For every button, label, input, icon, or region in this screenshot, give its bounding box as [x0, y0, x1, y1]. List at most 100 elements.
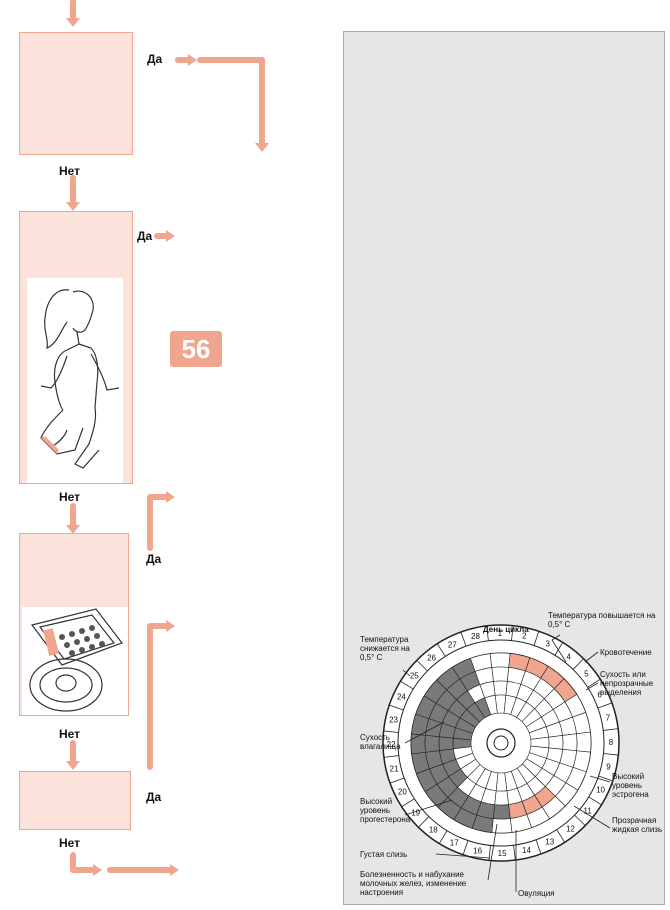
day-label: 15 — [498, 849, 507, 858]
arrow-head — [166, 620, 175, 632]
arrow-head — [93, 864, 102, 876]
day-tick — [401, 798, 415, 808]
day-label: 19 — [411, 808, 420, 817]
annotation-thick-mucus: Густая слизь — [360, 850, 408, 859]
day-label: 1 — [498, 629, 503, 638]
day-label: 24 — [397, 692, 406, 701]
day-tick — [400, 680, 414, 690]
annotation-high-estrogen: Высокий уровень эстрогена — [612, 772, 649, 799]
day-tick — [574, 814, 586, 826]
day-label: 10 — [596, 786, 605, 795]
day-label: 14 — [522, 846, 531, 855]
arrow-box3-yes-down — [147, 623, 171, 770]
no-label-4: Нет — [59, 836, 81, 850]
day-tick — [603, 753, 619, 756]
day-tick — [603, 728, 619, 731]
ring-segment — [493, 680, 508, 696]
day-tick — [460, 631, 467, 647]
ring-segment — [491, 818, 513, 834]
no-label-1: Нет — [59, 164, 81, 178]
arrow-box4-no — [70, 852, 98, 873]
yes-label-3: Да — [146, 552, 162, 566]
day-label: 21 — [390, 765, 399, 774]
day-tick — [535, 839, 542, 855]
annotation-temp-down: Температура снижается на 0,5° С — [360, 635, 410, 662]
arrow-head — [170, 864, 179, 876]
day-label: 27 — [448, 640, 457, 649]
ring-segment — [491, 666, 510, 682]
day-label: 23 — [389, 716, 398, 725]
ring-segment — [484, 695, 498, 716]
no-label-3: Нет — [59, 727, 81, 741]
arrow-head — [66, 525, 80, 534]
day-tick — [389, 704, 404, 711]
day-label: 25 — [410, 671, 419, 680]
day-tick — [486, 625, 489, 641]
day-tick — [416, 660, 428, 672]
arrow-head — [66, 761, 80, 770]
ring-segment — [576, 731, 592, 753]
arrow-head — [66, 202, 80, 211]
arrow-head — [188, 54, 197, 66]
flow-box-1 — [19, 32, 133, 155]
arrow-head — [255, 143, 269, 152]
ring-segment — [424, 734, 440, 753]
annotation-vaginal-dryness: Сухость влагалища — [360, 733, 401, 751]
leader-breast — [487, 823, 498, 881]
day-label: 28 — [471, 632, 480, 641]
day-tick — [418, 816, 430, 828]
contraceptive-pills-illustration — [22, 607, 128, 715]
ring-segment — [562, 733, 578, 752]
annotation-clear-mucus: Прозрачная жидкая слизь — [612, 816, 663, 834]
day-tick — [436, 643, 446, 657]
no-label-2: Нет — [59, 490, 81, 504]
yes-label-4: Да — [146, 790, 162, 804]
arrow-box1-yes-path — [197, 57, 265, 148]
day-label: 2 — [522, 632, 527, 641]
day-tick — [533, 631, 540, 646]
day-tick — [383, 730, 399, 733]
flow-box-2 — [19, 211, 133, 484]
day-label: 18 — [429, 826, 438, 835]
leader-dryness — [585, 682, 599, 691]
leader-vaginal-dryness — [404, 721, 445, 744]
day-tick — [462, 840, 469, 855]
page-number-badge: 56 — [170, 331, 222, 367]
day-label: 20 — [398, 788, 407, 797]
ring-segment — [548, 735, 564, 750]
leader-temp-down — [402, 669, 411, 677]
day-label: 9 — [606, 762, 611, 771]
day-label: 12 — [566, 824, 575, 833]
arrow-box3-yes-up — [147, 494, 171, 551]
day-tick — [598, 775, 613, 782]
day-tick — [587, 678, 601, 688]
day-tick — [572, 658, 584, 670]
arrow-head — [166, 491, 175, 503]
day-label: 6 — [597, 690, 602, 699]
day-tick — [513, 845, 516, 861]
day-tick — [383, 755, 399, 758]
leader-temp-up — [551, 634, 567, 663]
day-label: 5 — [584, 670, 589, 679]
yes-label-2: Да — [137, 229, 153, 243]
day-tick — [389, 777, 405, 784]
day-label: 13 — [545, 838, 554, 847]
day-tick — [588, 796, 602, 806]
day-tick — [438, 830, 448, 844]
flow-box-3 — [19, 533, 129, 716]
leader-bleeding — [584, 651, 599, 663]
leader-progesterone — [404, 799, 453, 816]
day-label: 22 — [387, 740, 396, 749]
arrow-head — [66, 18, 80, 27]
running-woman-illustration — [27, 278, 123, 483]
day-tick — [597, 702, 613, 709]
ring-segment — [489, 652, 511, 668]
day-label: 17 — [450, 839, 459, 848]
ring-segment — [410, 733, 426, 755]
day-tick — [554, 642, 564, 656]
arrow-head — [166, 230, 175, 242]
ring-segment — [492, 804, 511, 820]
day-label: 26 — [427, 654, 436, 663]
